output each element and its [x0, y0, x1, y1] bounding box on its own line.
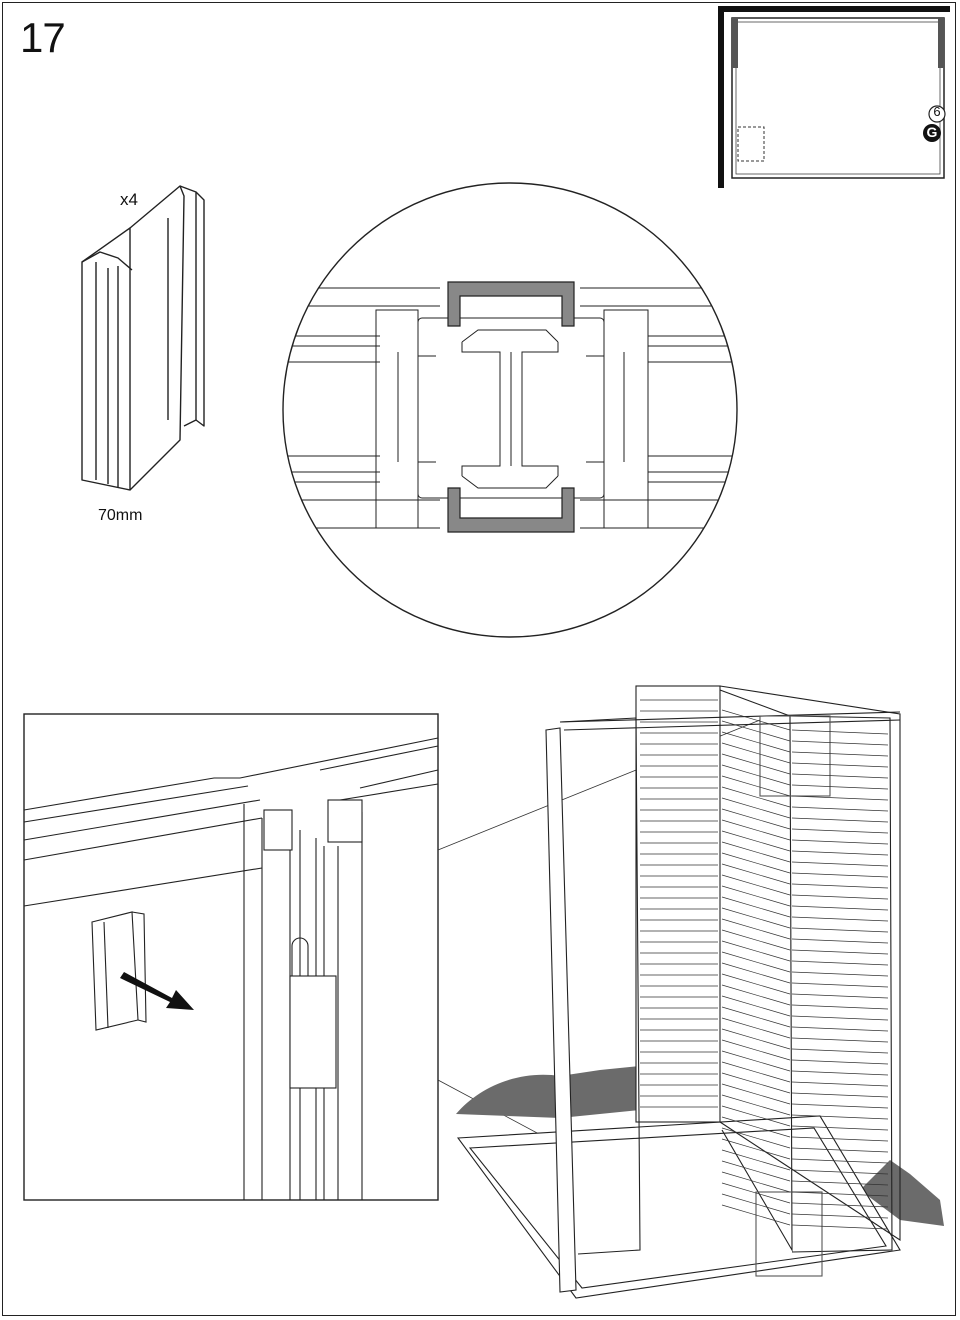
inside-label-en: Inside	[471, 217, 509, 234]
inside-label-fr: Intérieur	[471, 248, 523, 265]
outside-label-fr: Extérieur	[473, 588, 530, 605]
outside-label-en: Outside	[473, 557, 522, 574]
part-quantity: x4	[120, 190, 138, 209]
step-number: 17	[20, 14, 66, 61]
part-length: 70mm	[98, 507, 143, 524]
plan-marker-letter: G	[926, 124, 938, 140]
inside-label-de: Innenseite	[471, 233, 536, 249]
outside-label-de: Außenseite	[473, 573, 544, 589]
inside-label-sv: Insida	[471, 202, 509, 218]
inside-label-block: Insida Inside Innenseite Intérieur	[471, 202, 536, 265]
plan-marker-number: 6	[933, 104, 941, 119]
outside-label-sv: Utsida	[473, 542, 513, 558]
outside-label-block: Utsida Outside Außenseite Extérieur	[473, 542, 544, 605]
